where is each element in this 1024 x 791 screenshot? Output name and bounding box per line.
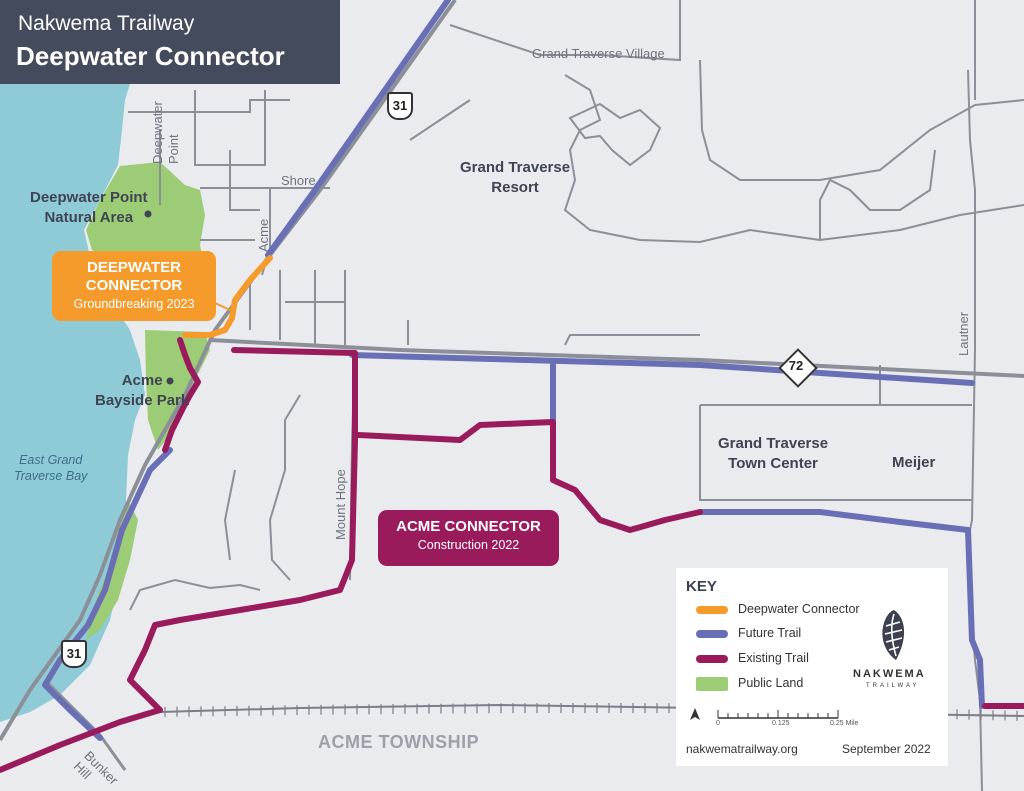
acme-callout-sub: Construction 2022 (417, 538, 520, 552)
key-label-deepwater: Deepwater Connector (738, 602, 860, 616)
label-grand-traverse-village: Grand Traverse Village (532, 46, 665, 61)
acme-bayside-marker (166, 377, 174, 385)
key-swatch-deepwater (696, 606, 728, 614)
label-deepwater-point-natural-area: Deepwater Point Natural Area (30, 189, 148, 226)
logo-name: NAKWEMA (853, 668, 926, 680)
key-title: KEY (686, 578, 717, 595)
label-acme-township: ACME TOWNSHIP (318, 732, 480, 752)
acme-callout-title: ACME CONNECTOR (396, 518, 541, 535)
key-label-future: Future Trail (738, 626, 802, 640)
label-east-grand-traverse-bay: East Grand Traverse Bay (14, 453, 88, 483)
scale-label-mid: 0.125 (772, 720, 790, 727)
label-acme-bayside-park: Acme Bayside Park (95, 372, 190, 409)
label-meijer: Meijer (892, 454, 936, 471)
key-swatch-future (696, 630, 728, 638)
us-31-shield-north: 31 (387, 92, 413, 120)
label-acme-road: Acme (256, 218, 271, 252)
scale-bar (690, 708, 839, 720)
m-72-shield-label: 72 (788, 358, 804, 373)
us-31-shield-south: 31 (61, 640, 87, 668)
grand-traverse-village-building (568, 102, 662, 167)
deepwater-callout-title: DEEPWATER CONNECTOR (85, 259, 183, 294)
scale-label-0: 0 (716, 720, 720, 727)
scale-label-end: 0.25 Mile (830, 720, 859, 727)
label-grand-traverse-resort: Grand Traverse Resort (460, 159, 571, 196)
label-shore-road: Shore (281, 173, 316, 188)
label-mount-hope-road: Mount Hope (333, 469, 348, 540)
key-label-public: Public Land (738, 676, 804, 690)
acme-bayside-park (145, 330, 210, 450)
deepwater-connector-callout: DEEPWATER CONNECTOR Groundbreaking 2023 (52, 251, 216, 321)
east-grand-traverse-bay (0, 84, 145, 722)
map-title-box: Nakwema Trailway Deepwater Connector (0, 0, 340, 84)
acme-connector-callout: ACME CONNECTOR Construction 2022 (378, 510, 559, 566)
local-roads (128, 0, 1024, 791)
key-swatch-existing (696, 655, 728, 663)
deepwater-point-marker (144, 210, 152, 218)
map-key: KEY Deepwater Connector Future Trail Exi… (676, 568, 948, 766)
label-lautner-road: Lautner (956, 311, 971, 356)
key-label-existing: Existing Trail (738, 651, 809, 665)
future-trail (42, 0, 985, 741)
title-trailway: Nakwema Trailway (18, 12, 195, 35)
deepwater-callout-sub: Groundbreaking 2023 (73, 297, 195, 311)
label-grand-traverse-town-center: Grand Traverse Town Center (718, 435, 829, 472)
key-swatch-public (696, 677, 728, 691)
nakwema-feather-logo-icon (882, 610, 905, 660)
north-arrow-icon (690, 708, 700, 720)
logo-sub: TRAILWAY (866, 683, 920, 689)
map-date: September 2022 (842, 742, 931, 756)
existing-trail (0, 337, 1024, 773)
label-deepwater-point-road: Deepwater Point (150, 101, 181, 164)
website-link[interactable]: nakwematrailway.org (686, 742, 798, 756)
deepwater-connector-trail (182, 255, 273, 338)
m-72-highway (209, 338, 1024, 378)
title-connector: Deepwater Connector (16, 41, 285, 71)
